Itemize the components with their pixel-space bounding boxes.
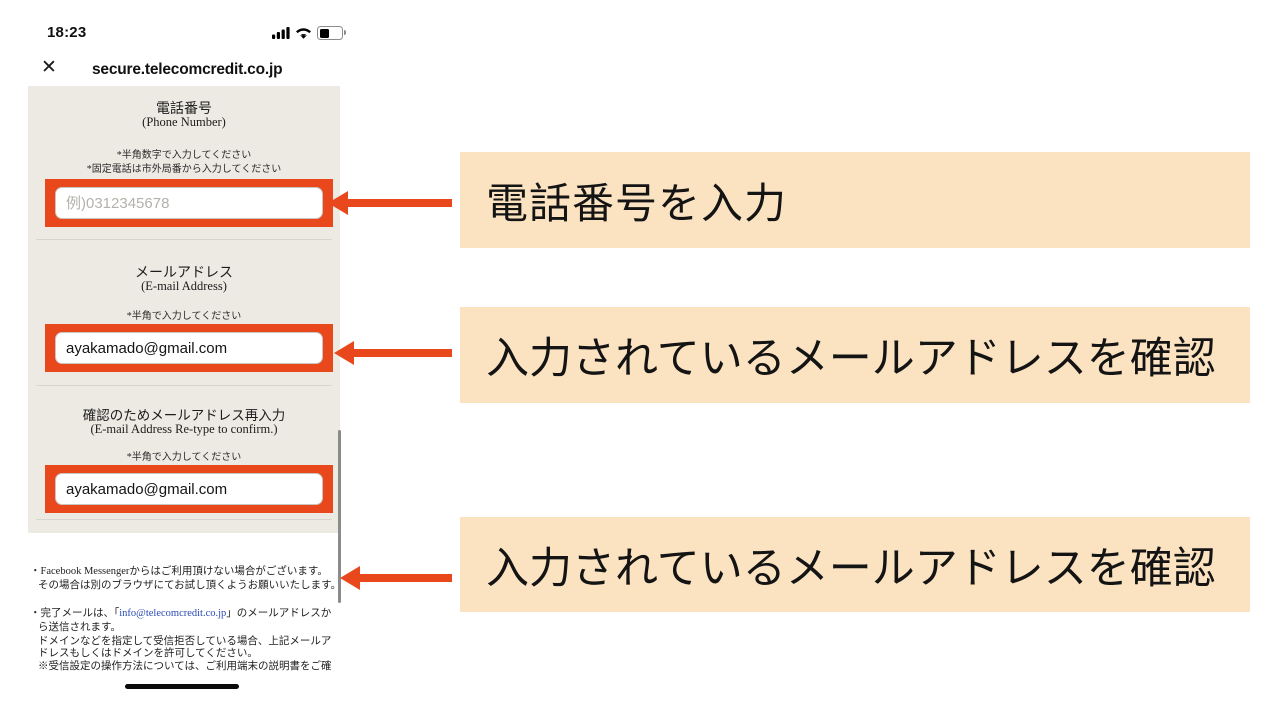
email-confirm-input[interactable] [55,473,323,505]
callout-email: 入力されているメールアドレスを確認 [460,307,1250,403]
payment-form: 電話番号 (Phone Number) *半角数字で入力してください *固定電話… [28,86,340,533]
address-bar-url[interactable]: secure.telecomcredit.co.jp [92,61,283,78]
phone-section-title: 電話番号 [156,102,212,117]
email-section-title: メールアドレス [135,266,233,281]
arrow-to-phone-input [328,191,478,215]
email-link[interactable]: info@telecomcredit.co.jp [119,608,227,619]
callout-email-confirm-label: 入力されているメールアドレスを確認 [486,544,1216,593]
phone-number-input[interactable] [55,187,323,219]
wifi-icon [296,28,311,39]
callout-phone: 電話番号を入力 [460,152,1250,248]
cellular-signal-icon [272,27,290,39]
arrow-shaft [358,574,452,582]
phone-input-highlight [45,179,333,227]
footer-note-settings: ※受信設定の操作方法については、ご利用端末の説明書をご確 [38,661,332,672]
home-indicator [125,684,239,689]
email-confirm-input-highlight [45,465,333,513]
section-divider [36,519,332,520]
battery-icon [317,26,346,40]
arrow-shaft [352,349,452,357]
footer-mail-prefix: ・完了メールは、「 [30,608,120,619]
callout-email-confirm: 入力されているメールアドレスを確認 [460,517,1250,612]
phone-section-subtitle: (Phone Number) [142,115,226,129]
arrow-to-email-confirm-input [340,566,490,590]
close-icon[interactable]: ✕ [41,57,57,78]
status-bar-time: 18:23 [47,24,87,41]
footer-note-mail-2: ら送信されます。 [38,622,121,633]
arrowhead-icon [340,566,360,590]
callout-email-label: 入力されているメールアドレスを確認 [486,335,1216,383]
scrollbar[interactable] [338,430,341,603]
status-bar-icons [272,26,346,40]
email-input-highlight [45,324,333,372]
email-input[interactable] [55,332,323,364]
arrow-to-email-input [334,341,484,365]
arrowhead-icon [334,341,354,365]
footer-mail-suffix: 」のメールアドレスか [226,608,332,619]
email-confirm-section-title: 確認のためメールアドレス再入力 [82,408,286,423]
section-divider [36,239,332,240]
email-note: *半角で入力してください [126,311,242,322]
callout-phone-label: 電話番号を入力 [486,179,788,227]
email-confirm-section-subtitle: (E-mail Address Re-type to confirm.) [90,422,278,436]
footer-note-messenger: ・Facebook Messengerからはご利用頂けない場合がございます。 [30,566,328,577]
footer-note-domain: ドメインなどを指定して受信拒否している場合、上記メールア [38,636,332,647]
phone-note-2: *固定電話は市外局番から入力してください [86,164,282,175]
email-confirm-note: *半角で入力してください [126,452,242,463]
arrow-shaft [346,199,452,207]
section-divider [36,385,332,386]
arrowhead-icon [328,191,348,215]
phone-note-1: *半角数字で入力してください [116,150,252,161]
footer-note-domain-2: ドレスもしくはドメインを許可してください。 [38,648,258,659]
footer-note-mail: ・完了メールは、「info@telecomcredit.co.jp」のメールアド… [30,605,331,620]
email-section-subtitle: (E-mail Address) [141,279,227,293]
footer-note-messenger-2: その場合は別のブラウザにてお試し頂くようお願いいたします。 [38,580,342,591]
